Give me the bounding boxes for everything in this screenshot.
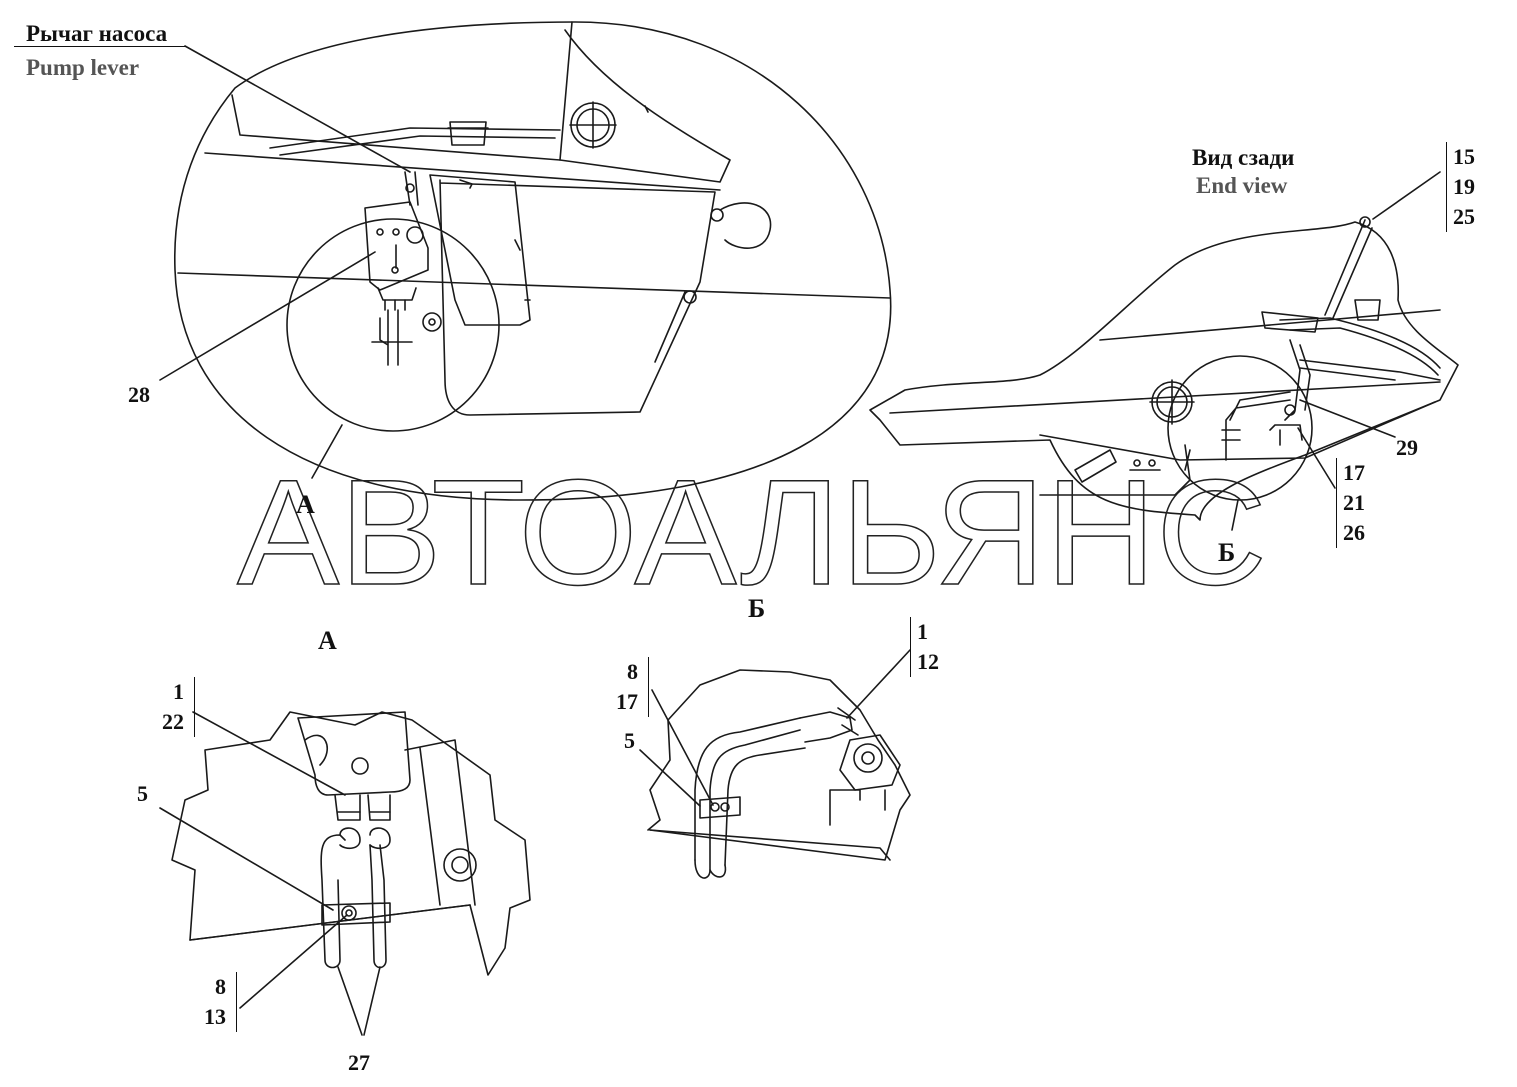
leader-5b: [639, 749, 701, 807]
pump-lever-underline: [14, 46, 186, 47]
frame-line-bottom: [177, 272, 891, 299]
detail-b: [639, 649, 911, 879]
detail-b-clamp: [699, 796, 741, 819]
pump-lever-label-en: Pump lever: [26, 55, 140, 80]
stack-item: 17: [1343, 460, 1365, 485]
cab-shell: [231, 21, 573, 161]
stack-item: 21: [1343, 490, 1365, 515]
stack-item: 15: [1453, 144, 1475, 169]
stack-item: 8: [627, 659, 638, 684]
frame-line-top: [204, 152, 721, 191]
callout-29: 29: [1396, 435, 1418, 460]
leader-17-stack: [1297, 427, 1336, 489]
leader-28: [159, 251, 376, 381]
leader-29: [1299, 399, 1396, 438]
stack-item: 12: [917, 649, 939, 674]
view-b-marker: Б: [1218, 538, 1236, 567]
leader-27a: [337, 966, 363, 1036]
stack-item: 13: [204, 1004, 226, 1029]
view-a-marker: А: [296, 490, 315, 519]
stack-item: 26: [1343, 520, 1365, 545]
stack-item: 17: [616, 689, 638, 714]
leader-a: [311, 424, 343, 479]
stack-item: 25: [1453, 204, 1475, 229]
callout-27: 27: [348, 1050, 370, 1075]
stack-detail-a-top: 1 22: [142, 677, 195, 737]
main-view-outline: [174, 21, 892, 501]
detail-a-bracket: [297, 711, 411, 796]
stack-detail-b-left: 8 17: [602, 657, 649, 717]
leader-8-17: [651, 689, 714, 806]
hose-left: [320, 834, 346, 969]
stack-item: 22: [162, 709, 184, 734]
stack-detail-b-right: 1 12: [910, 617, 939, 677]
callout-5-detail-b: 5: [624, 728, 635, 753]
end-view-label-en: End view: [1196, 173, 1288, 198]
hose-a: [379, 309, 399, 366]
leader-8-13: [239, 914, 348, 1009]
end-view-frame: [1039, 401, 1436, 461]
tank-panel: [439, 179, 716, 416]
leader-15-stack: [1372, 171, 1441, 220]
detail-b-pivot: [839, 734, 901, 791]
leader-b: [1231, 499, 1239, 531]
leader-pump-lever: [184, 45, 411, 173]
stack-item: 8: [215, 974, 226, 999]
end-view-outline: [869, 221, 1459, 521]
hose-right: [369, 844, 387, 969]
leader-1-12: [846, 649, 911, 719]
stack-item: 1: [173, 679, 184, 704]
end-view: [869, 171, 1459, 531]
detail-b-circle: [1167, 355, 1313, 501]
end-view-lever: [1324, 219, 1373, 319]
stack-end-view-top: 15 19 25: [1446, 142, 1475, 232]
detail-a-clamp: [321, 902, 391, 926]
detail-b-pipe: [694, 717, 801, 861]
leader-1-22: [192, 711, 346, 796]
pump-lever: [404, 171, 419, 206]
detail-a-circle: [286, 218, 500, 432]
detail-a-outline: [171, 711, 531, 976]
callout-28: 28: [128, 382, 150, 407]
main-view: [159, 21, 892, 501]
stack-detail-a-bottom: 8 13: [192, 972, 237, 1032]
side-panel: [429, 174, 531, 326]
detail-a-title: А: [318, 626, 337, 655]
detail-b-outline: [647, 669, 911, 861]
watermark-text: АВТОАЛЬЯНС: [237, 472, 1267, 592]
detail-b-title: Б: [748, 594, 766, 623]
stack-item: 19: [1453, 174, 1475, 199]
stack-end-view-bottom: 17 21 26: [1336, 458, 1365, 548]
leader-27b: [363, 966, 381, 1036]
filler-cap: [449, 121, 487, 146]
pump-lever-label-ru: Рычаг насоса: [26, 21, 168, 46]
end-view-label-ru: Вид сзади: [1192, 145, 1295, 170]
callout-5-detail-a: 5: [137, 781, 148, 806]
stack-item: 1: [917, 619, 928, 644]
leader-5a: [159, 807, 334, 911]
watermark: АВТОАЛЬЯНС: [236, 472, 1268, 592]
detail-a: [159, 711, 531, 1036]
